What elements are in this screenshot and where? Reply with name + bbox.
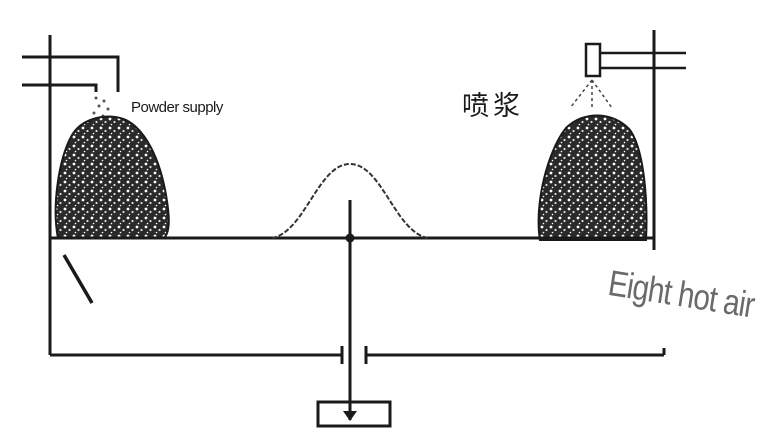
powder-stream	[92, 96, 110, 118]
drive-box	[316, 400, 392, 428]
right-granule-pile	[537, 114, 648, 241]
distribution-curve	[271, 162, 429, 239]
bottom-pipe	[50, 346, 666, 364]
spray-nozzle	[584, 42, 686, 78]
spray-cone	[569, 79, 613, 109]
powder-supply-label: Powder supply	[131, 99, 223, 116]
shaft-arrow-icon	[343, 411, 357, 421]
scraper-blade	[62, 254, 94, 304]
left-granule-pile	[54, 115, 170, 239]
spray-slurry-label: 喷浆	[462, 91, 524, 122]
powder-feed-pipe	[22, 35, 120, 92]
